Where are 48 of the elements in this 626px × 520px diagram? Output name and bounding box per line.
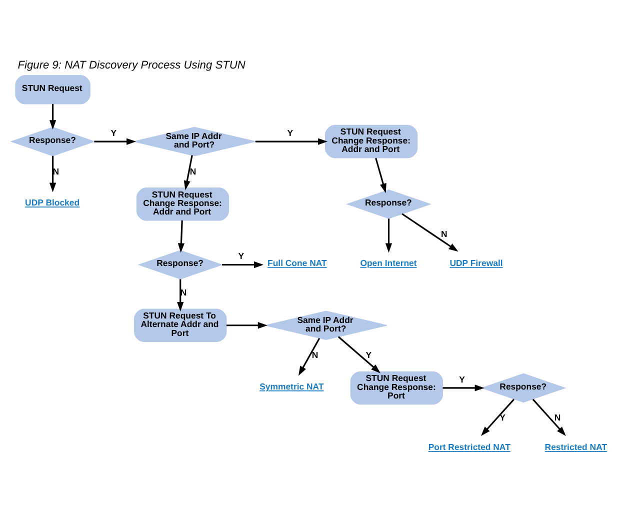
node-text: UDP Blocked <box>25 198 80 208</box>
node-diamond: Response? <box>138 250 224 280</box>
arrow <box>298 338 320 376</box>
edge-label: N <box>441 228 448 239</box>
node-text: Open Internet <box>360 258 417 268</box>
arrow <box>49 104 56 130</box>
arrow <box>385 218 392 253</box>
node-box: STUN Request To Alternate Addr and Port <box>134 308 227 342</box>
edge-label: Y <box>287 128 294 138</box>
arrow <box>375 158 386 194</box>
node-box: STUN Request Change Response: Addr and Port <box>136 188 230 221</box>
edge-label: Y <box>110 128 117 138</box>
edge-label: Y <box>500 412 506 423</box>
arrow <box>177 279 184 312</box>
node-text: UDP Firewall <box>450 258 503 268</box>
arrow <box>184 155 193 190</box>
node-diamond: Response? <box>346 189 432 219</box>
edge-label: Y <box>238 251 244 262</box>
node-text: Symmetric NAT <box>260 381 324 392</box>
arrow <box>94 138 136 145</box>
node-box: STUN Request <box>15 75 90 104</box>
node-diamond: Same IP Addr and Port? <box>265 310 388 340</box>
node-diamond: Same IP Addr and Port? <box>133 126 256 156</box>
arrow <box>226 322 268 329</box>
arrow <box>255 138 328 145</box>
node-box: STUN Request Change Response: Addr and Port <box>324 124 418 158</box>
edge-label: Y <box>459 374 465 384</box>
edge-label: Y <box>366 350 372 360</box>
arrow <box>49 156 56 192</box>
arrow <box>532 398 566 436</box>
edge-label: N <box>554 412 561 423</box>
node-diamond: Response? <box>10 126 96 156</box>
node-text: Full Cone NAT <box>268 258 327 268</box>
edge-label: N <box>52 166 60 176</box>
arrow <box>178 220 185 253</box>
arrow <box>442 384 484 392</box>
diagram-title: Figure 9: NAT Discovery Process Using STUN <box>18 59 246 72</box>
arrow <box>402 213 458 252</box>
node-text: Port Restricted NAT <box>428 442 510 452</box>
node-box: STUN Request Change Response: Port <box>350 371 444 405</box>
arrow <box>222 261 264 268</box>
edge-label: N <box>180 287 187 298</box>
edge-label: N <box>312 350 318 360</box>
arrow <box>338 336 381 374</box>
edge-label: N <box>190 166 196 176</box>
arrow <box>480 398 515 436</box>
node-diamond: Response? <box>480 373 566 403</box>
node-text: Restricted NAT <box>544 442 608 452</box>
